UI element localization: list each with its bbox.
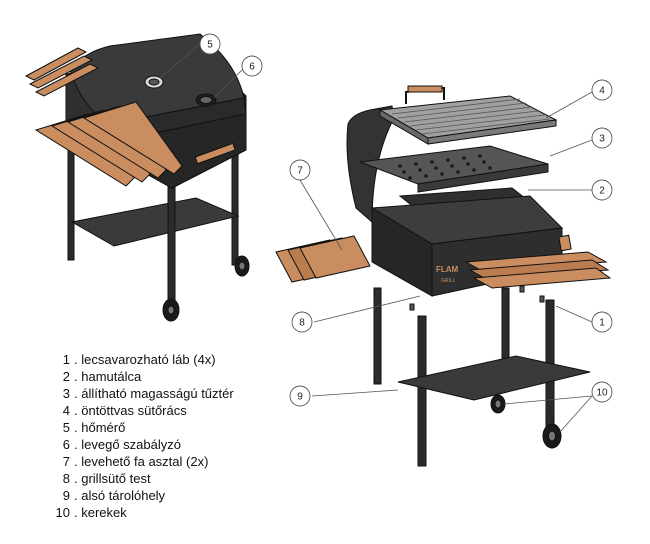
callout-leaders (159, 43, 593, 433)
callout-7: 7 (289, 159, 311, 181)
svg-text:6: 6 (249, 62, 255, 73)
callout-1: 1 (591, 311, 613, 333)
svg-text:1: 1 (599, 318, 605, 329)
svg-text:2: 2 (599, 186, 605, 197)
parts-legend: 1. lecsavarozható láb (4x) 2. hamutálca … (48, 351, 234, 521)
svg-text:5: 5 (207, 40, 213, 51)
legend-label: grillsütő test (81, 471, 151, 486)
legend-item: 1. lecsavarozható láb (4x) (62, 352, 216, 367)
legend-label: levehető fa asztal (2x) (81, 454, 209, 469)
callout-9: 9 (289, 385, 311, 407)
legend-label: öntöttvas sütőrács (81, 403, 187, 418)
svg-text:8: 8 (299, 318, 305, 329)
callout-8: 8 (291, 311, 313, 333)
callout-6: 6 (241, 55, 263, 77)
legend-item: 8. grillsütő test (62, 471, 151, 486)
svg-text:7: 7 (297, 166, 303, 177)
svg-text:4: 4 (599, 86, 605, 97)
callout-3: 3 (591, 127, 613, 149)
legend-item: 10. kerekek (55, 505, 127, 520)
legend-item: 6. levegő szabályzó (62, 437, 181, 452)
svg-text:GRILL: GRILL (441, 278, 456, 284)
legend-label: állítható magasságú tűztér (81, 386, 234, 401)
svg-text:3: 3 (599, 134, 605, 145)
legend-label: kerekek (81, 505, 127, 520)
callout-5: 5 (199, 33, 221, 55)
brand-logo: FLAM (436, 265, 459, 274)
svg-text:9: 9 (297, 392, 303, 403)
exploded-grill: FLAM GRILL (275, 85, 612, 467)
callout-4: 4 (591, 79, 613, 101)
legend-item: 3. állítható magasságú tűztér (62, 386, 234, 401)
legend-label: lecsavarozható láb (4x) (81, 352, 216, 367)
legend-item: 9. alsó tárolóhely (62, 488, 166, 503)
legend-item: 2. hamutálca (62, 369, 142, 384)
assembled-grill (24, 33, 250, 322)
callout-10: 10 (591, 381, 613, 403)
svg-text:10: 10 (596, 388, 608, 399)
legend-item: 7. levehető fa asztal (2x) (62, 454, 209, 469)
legend-label: hőmérő (81, 420, 126, 435)
legend-label: levegő szabályzó (81, 437, 181, 452)
legend-item: 5. hőmérő (62, 420, 126, 435)
callout-markers: 5 6 4 3 2 7 8 1 9 10 (199, 33, 613, 407)
legend-item: 4. öntöttvas sütőrács (62, 403, 187, 418)
callout-2: 2 (591, 179, 613, 201)
legend-label: hamutálca (81, 369, 142, 384)
legend-label: alsó tárolóhely (81, 488, 166, 503)
